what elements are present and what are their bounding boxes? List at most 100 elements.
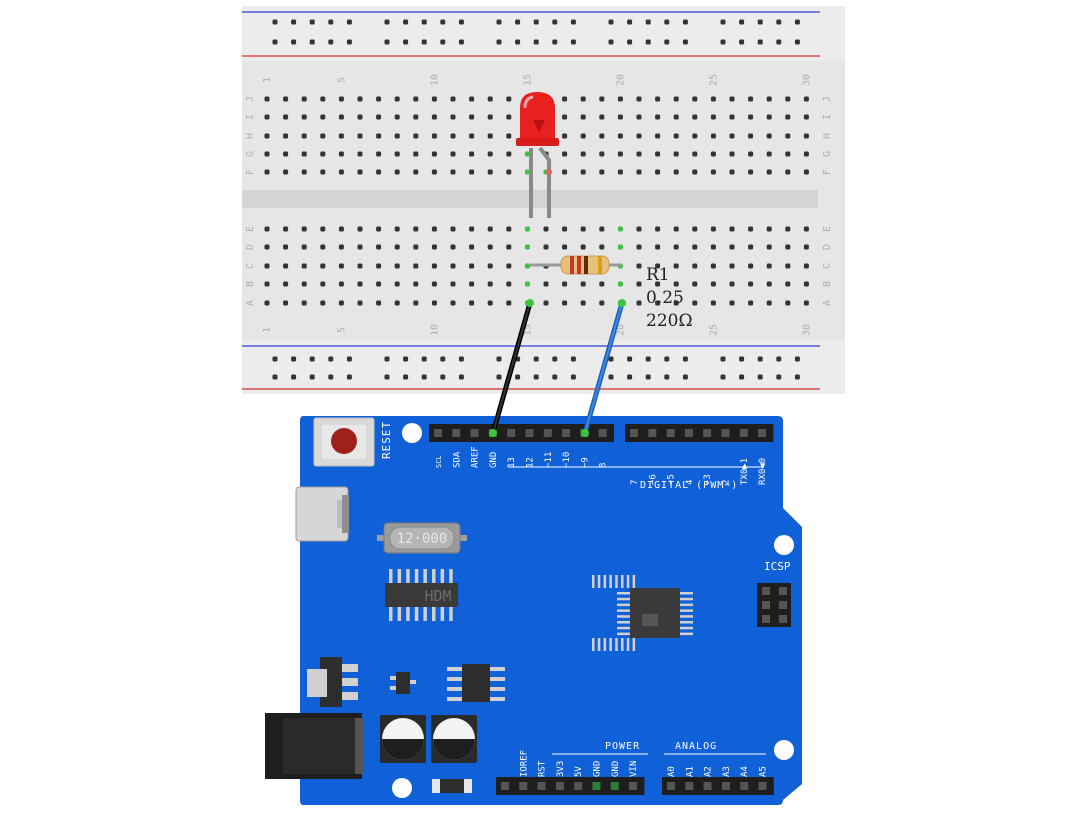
- reset-button[interactable]: [313, 417, 375, 467]
- power-pin[interactable]: [574, 782, 583, 790]
- power-pin[interactable]: [555, 782, 564, 790]
- breadboard-hole-j25: [710, 96, 716, 102]
- analog-pin[interactable]: [758, 782, 767, 790]
- resistor-r1[interactable]: [530, 255, 622, 275]
- breadboard-hole-d27: [748, 244, 754, 250]
- digital-left-pin[interactable]: [525, 429, 534, 437]
- digital-left-pin[interactable]: [598, 429, 607, 437]
- resistor-band: [598, 256, 602, 274]
- power-pin[interactable]: [537, 782, 546, 790]
- digital-left-pin[interactable]: [470, 429, 479, 437]
- icsp-pin[interactable]: [762, 601, 770, 609]
- breadboard-hole-h14: [506, 133, 512, 139]
- digital-right-pin[interactable]: [630, 429, 638, 437]
- pin9-wire[interactable]: [582, 300, 625, 436]
- analog-pin[interactable]: [740, 782, 749, 790]
- analog-pin[interactable]: [703, 782, 712, 790]
- analog-pin[interactable]: [667, 782, 675, 790]
- breadboard-hole-f4: [320, 169, 326, 175]
- breadboard-hole-h21: [636, 133, 642, 139]
- digital-left-pin[interactable]: [507, 429, 516, 437]
- breadboard-hole-i12: [469, 114, 475, 120]
- digital-right-pin[interactable]: [721, 429, 730, 437]
- mounting-hole: [392, 778, 412, 798]
- arduino-board: RESET 12·000 HDM ICSP: [265, 416, 802, 805]
- row-label: J: [822, 96, 833, 102]
- power-rail-hole: [272, 39, 278, 45]
- breadboard-hole-d24: [692, 244, 698, 250]
- digital-right-pin[interactable]: [739, 429, 748, 437]
- power-rail-hole: [552, 374, 558, 380]
- breadboard-hole-d23: [673, 244, 679, 250]
- wire-end-pin9-arduino: [581, 429, 589, 437]
- power-rail-hole: [272, 356, 278, 362]
- breadboard-hole-d15: [524, 244, 530, 250]
- digital-left-pin[interactable]: [452, 429, 461, 437]
- red-led[interactable]: [516, 92, 559, 218]
- chip-leg: [414, 569, 419, 583]
- power-pin[interactable]: [519, 782, 528, 790]
- breadboard-hole-a5: [338, 300, 344, 306]
- power-rail-hole: [309, 356, 315, 362]
- power-rail-hole: [272, 19, 278, 25]
- breadboard-hole-d3: [301, 244, 307, 250]
- digital-left-pin[interactable]: [543, 429, 552, 437]
- power-rail-hole: [627, 374, 633, 380]
- analog-pin[interactable]: [721, 782, 730, 790]
- breadboard-hole-b4: [320, 281, 326, 287]
- power-pin[interactable]: [610, 782, 619, 790]
- icsp-pin[interactable]: [779, 615, 787, 623]
- digital-right-pin[interactable]: [684, 429, 693, 437]
- digital-right-pin[interactable]: [648, 429, 657, 437]
- breadboard-hole-i25: [710, 114, 716, 120]
- chip-leg: [626, 638, 630, 651]
- icsp-pin[interactable]: [762, 587, 770, 595]
- digital-left-pin[interactable]: [434, 429, 442, 437]
- chip-leg: [440, 569, 445, 583]
- breadboard-hole-a22: [655, 300, 661, 306]
- breadboard-hole-g8: [394, 151, 400, 157]
- power-pin[interactable]: [629, 782, 638, 790]
- breadboard-hole-j2: [283, 96, 289, 102]
- breadboard-hole-h2: [283, 133, 289, 139]
- row-label: A: [822, 300, 833, 306]
- chip-leg: [432, 607, 436, 621]
- digital-right-pin[interactable]: [666, 429, 675, 437]
- icsp-pin[interactable]: [779, 587, 787, 595]
- breadboard-hole-g27: [748, 151, 754, 157]
- breadboard-hole-h8: [394, 133, 400, 139]
- breadboard-hole-c7: [376, 263, 382, 269]
- breadboard-hole-f7: [376, 169, 382, 175]
- gnd-wire[interactable]: [490, 300, 533, 436]
- power-rail-hole: [346, 374, 352, 380]
- pin-label: GND: [593, 761, 603, 777]
- power-rail-hole: [645, 39, 651, 45]
- icsp-pin[interactable]: [779, 601, 787, 609]
- breadboard-hole-i27: [748, 114, 754, 120]
- power-rail-hole: [515, 39, 521, 45]
- pin-label: A1: [685, 766, 695, 777]
- breadboard-hole-h11: [450, 133, 456, 139]
- breadboard-hole-c12: [469, 263, 475, 269]
- breadboard-hole-g15: [524, 151, 530, 157]
- power-rail-hole: [421, 19, 427, 25]
- breadboard-hole-a3: [301, 300, 307, 306]
- icsp-pin[interactable]: [762, 615, 770, 623]
- power-pin[interactable]: [592, 782, 601, 790]
- pin-label: ~9: [580, 457, 590, 468]
- digital-right-pin[interactable]: [703, 429, 712, 437]
- chip-leg: [617, 603, 630, 607]
- breadboard-hole-i10: [431, 114, 437, 120]
- chip-leg: [406, 569, 410, 583]
- digital-left-pin[interactable]: [562, 429, 571, 437]
- icsp-label: ICSP: [764, 560, 791, 573]
- breadboard-hole-f14: [506, 169, 512, 175]
- power-pin[interactable]: [501, 782, 509, 790]
- analog-pin[interactable]: [685, 782, 694, 790]
- breadboard-hole-a18: [580, 300, 586, 306]
- wire-end-gnd-arduino: [489, 429, 497, 437]
- breadboard-hole-h25: [710, 133, 716, 139]
- breadboard-hole-d12: [469, 244, 475, 250]
- digital-right-pin[interactable]: [758, 429, 767, 437]
- breadboard-hole-g1: [264, 151, 270, 157]
